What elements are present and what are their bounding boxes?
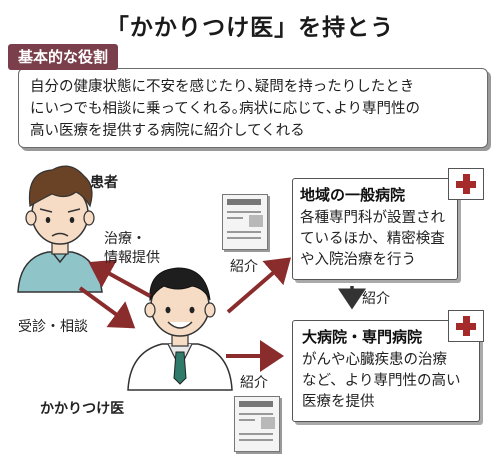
- referral-arrow-local: [226, 257, 292, 314]
- large-hospital-name: 大病院・専門病院: [302, 328, 423, 346]
- consult-arrow: [78, 286, 136, 329]
- role-line: 自分の健康状態に不安を感じたり､疑問を持ったりしたとき: [30, 79, 415, 95]
- patient-illustration: [17, 165, 103, 293]
- local-hospital-box: [292, 178, 458, 280]
- treatment-label-line: 治療・: [104, 231, 146, 247]
- doctor-illustration: [127, 267, 233, 391]
- large-hospital-description: がんや心臓疾患の治療 など、より専門性の高い 医療を提供: [302, 350, 460, 413]
- local-hospital-desc-line: 各種専門科が設置され: [300, 210, 445, 226]
- doctor-label: かかりつけ医: [40, 401, 125, 417]
- large-hospital-desc-line: 医療を提供: [302, 394, 375, 410]
- referral-label: 紹介: [230, 259, 258, 275]
- consult-label: 受診・相談: [18, 319, 88, 335]
- local-hospital-desc-line: や入院治療を行う: [300, 252, 416, 268]
- local-hospital-name: 地域の一般病院: [300, 186, 406, 204]
- local-hospital-description: 各種専門科が設置され ているほか、精密検査 や入院治療を行う: [300, 208, 445, 271]
- treatment-label: 治療・ 情報提供: [104, 230, 160, 268]
- role-line: 高い医療を提供する病院に紹介してくれる: [30, 123, 305, 139]
- hospital-cross-icon: [448, 310, 484, 342]
- treatment-arrow: [88, 259, 151, 298]
- referral-label: 紹介: [240, 375, 268, 391]
- large-hospital-desc-line: がんや心臓疾患の治療: [302, 352, 447, 368]
- role-box: [18, 68, 488, 148]
- page-title: 「かかりつけ医」を持とう: [105, 15, 395, 41]
- role-description: 自分の健康状態に不安を感じたり､疑問を持ったりしたとき にいつでも相談に乗ってく…: [30, 76, 480, 142]
- role-line: にいつでも相談に乗ってくれる｡病状に応じて､より専門性の: [30, 101, 421, 117]
- referral-document-icon: [234, 396, 280, 452]
- referral-document-icon: [222, 194, 268, 250]
- local-hospital-desc-line: ているほか、精密検査: [300, 231, 445, 247]
- treatment-label-line: 情報提供: [104, 250, 160, 266]
- hospital-cross-icon: [448, 168, 484, 200]
- large-hospital-desc-line: など、より専門性の高い: [302, 373, 461, 389]
- referral-label: 紹介: [362, 291, 390, 307]
- patient-label: 患者: [90, 175, 118, 191]
- role-heading: 基本的な役割: [8, 44, 119, 70]
